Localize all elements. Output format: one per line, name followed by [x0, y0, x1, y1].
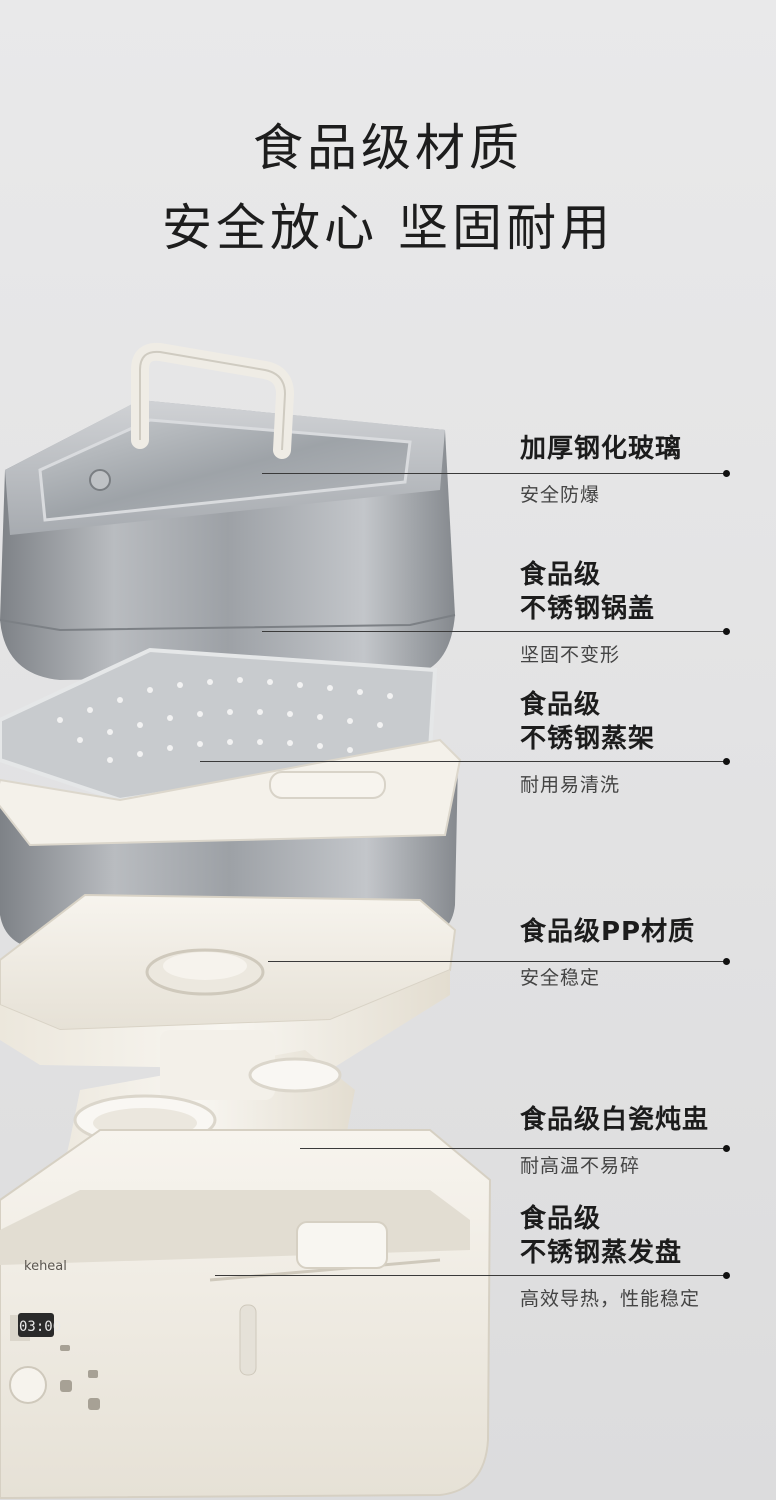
leader-dot	[723, 958, 730, 965]
callout-title-line1: 食品级	[520, 690, 602, 720]
leader-dot	[723, 758, 730, 765]
callout-title-line2: 不锈钢锅盖	[520, 594, 656, 624]
callout-pp-material: 食品级PP材质 安全稳定	[520, 915, 770, 990]
leader-line	[200, 761, 726, 762]
callout-subtitle: 安全防爆	[520, 484, 601, 506]
brand-logo: keheal	[24, 1259, 67, 1274]
leader-dot	[723, 470, 730, 477]
steamer-exploded-illustration: keheal 03:00	[0, 342, 492, 1499]
leader-line	[268, 961, 726, 962]
leader-line	[262, 473, 726, 474]
callout-steel-lid: 食品级 不锈钢锅盖 坚固不变形	[520, 558, 770, 667]
leader-dot	[723, 1145, 730, 1152]
callout-steel-rack: 食品级 不锈钢蒸架 耐用易清洗	[520, 688, 770, 797]
callout-title: 食品级白瓷炖盅	[520, 1105, 710, 1135]
headline-line-1: 食品级材质	[253, 119, 523, 177]
callout-tempered-glass: 加厚钢化玻璃 安全防爆	[520, 432, 770, 507]
steamer-base	[0, 1129, 492, 1499]
callout-subtitle: 安全稳定	[520, 967, 601, 989]
steel-lid	[0, 342, 456, 680]
leader-line	[262, 631, 726, 632]
leader-line	[215, 1275, 726, 1276]
callout-title-line1: 食品级	[520, 560, 602, 590]
headline-line-2: 安全放心 坚固耐用	[162, 199, 614, 257]
callout-title-line1: 食品级	[520, 1204, 602, 1234]
callout-title-line2: 不锈钢蒸架	[520, 724, 656, 754]
leader-line	[300, 1148, 726, 1149]
callout-evaporation-plate: 食品级 不锈钢蒸发盘 高效导热，性能稳定	[520, 1202, 770, 1311]
pp-tray	[0, 893, 457, 1070]
timer-display: 03:00	[19, 1319, 61, 1335]
callout-subtitle: 坚固不变形	[520, 644, 621, 666]
callout-subtitle: 耐高温不易碎	[520, 1155, 641, 1177]
callout-title-line2: 不锈钢蒸发盘	[520, 1238, 683, 1268]
callout-title: 加厚钢化玻璃	[520, 434, 683, 464]
callout-ceramic-pot: 食品级白瓷炖盅 耐高温不易碎	[520, 1103, 770, 1178]
callout-subtitle: 高效导热，性能稳定	[520, 1288, 701, 1310]
leader-dot	[723, 1272, 730, 1279]
leader-dot	[723, 628, 730, 635]
callout-title: 食品级PP材质	[520, 917, 696, 947]
callout-subtitle: 耐用易清洗	[520, 774, 621, 796]
